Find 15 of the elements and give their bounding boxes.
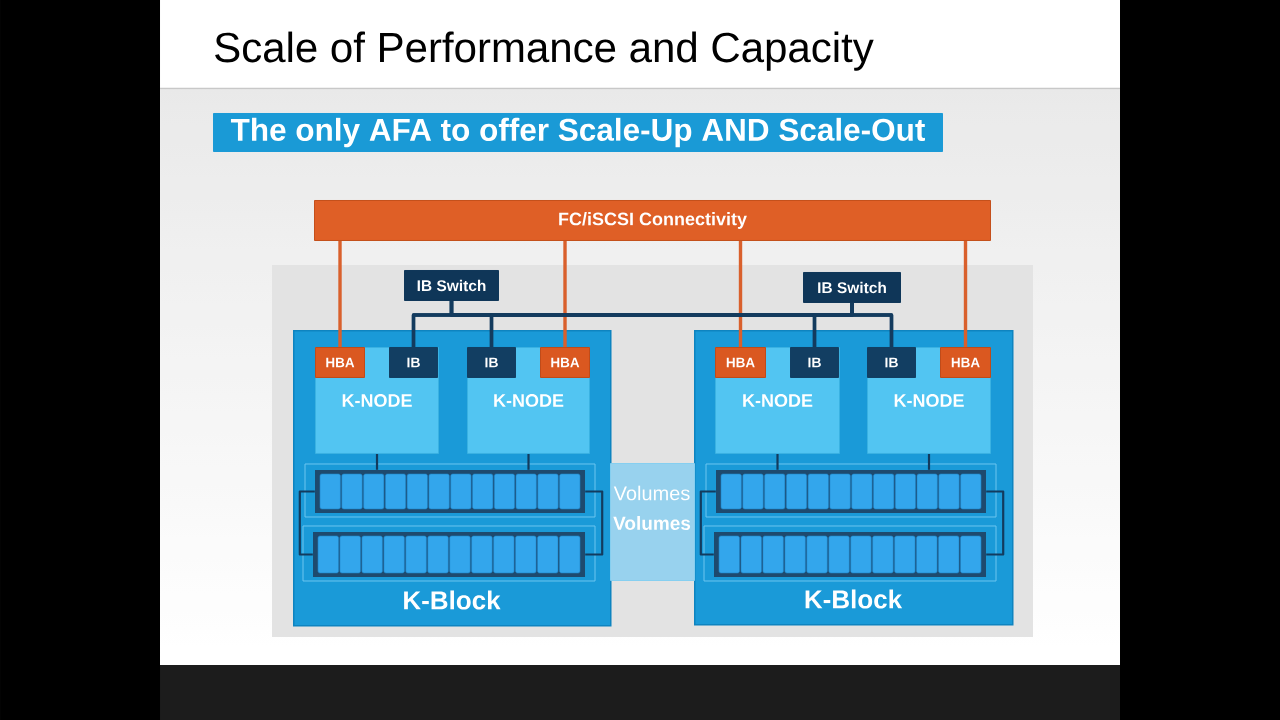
port-box: HBA bbox=[715, 347, 766, 378]
band-label: Volumes bbox=[613, 485, 690, 501]
port-box: IB bbox=[790, 347, 839, 378]
port-box: HBA bbox=[315, 347, 365, 378]
port-box: IB bbox=[867, 347, 916, 378]
connectivity-bar: FC/iSCSI Connectivity bbox=[314, 200, 991, 241]
switch-box: IB Switch bbox=[803, 272, 901, 303]
slide-title: Scale of Performance and Capacity bbox=[215, 31, 874, 71]
switch-box: IB Switch bbox=[404, 270, 499, 301]
headline-banner: The only AFA to offer Scale-Up AND Scale-Out bbox=[213, 113, 943, 152]
port-box: IB bbox=[467, 347, 516, 378]
port-box: HBA bbox=[540, 347, 590, 378]
port-box: HBA bbox=[940, 347, 991, 378]
port-box: IB bbox=[389, 347, 438, 378]
band-label: Volumes bbox=[613, 516, 691, 530]
